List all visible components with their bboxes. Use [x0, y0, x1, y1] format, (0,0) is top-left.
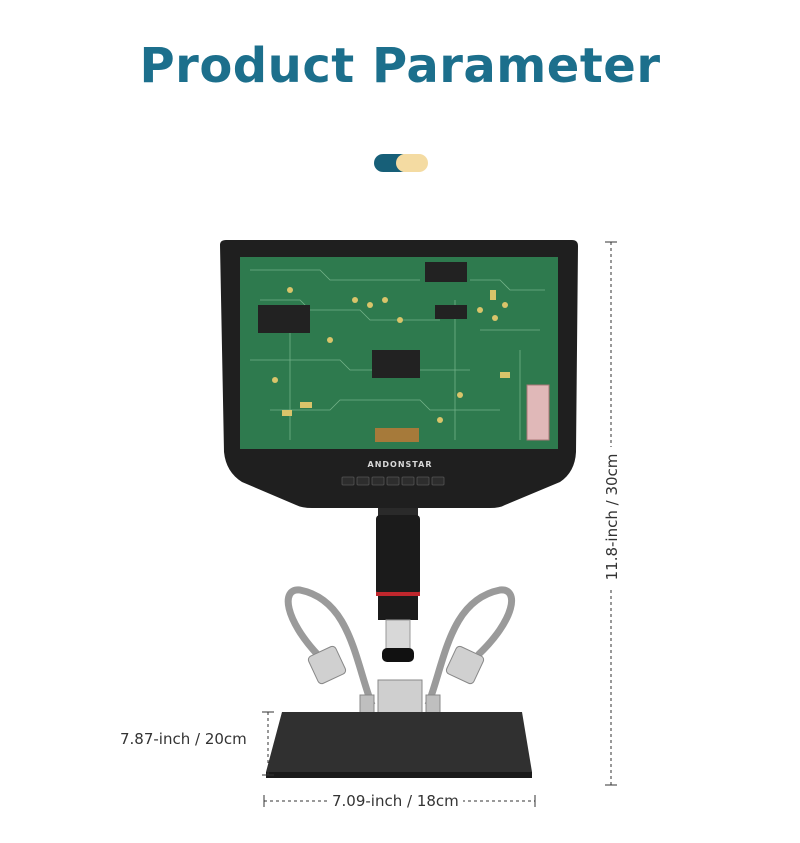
base-front [266, 772, 532, 778]
lens-lower [378, 596, 418, 620]
gooseneck-right [424, 586, 516, 707]
lens-ring-red [376, 592, 420, 596]
lens-body [376, 515, 420, 595]
pcb-connector [526, 384, 550, 441]
pcb-pads [272, 287, 510, 423]
monitor-buttons [341, 476, 445, 486]
decor-pill-light [396, 154, 428, 172]
dimension-base-width: 7.09-inch / 18cm [328, 792, 463, 810]
column-top [378, 508, 418, 518]
lens-cap [382, 648, 414, 662]
lens-tip [385, 619, 411, 651]
led-left [307, 645, 347, 685]
dimension-total-height: 11.8-inch / 30cm [603, 447, 621, 587]
dimension-base-height: 7.87-inch / 20cm [120, 730, 247, 748]
pcb-chips [258, 262, 467, 442]
led-right [445, 645, 485, 685]
base-plate [266, 712, 532, 772]
page-title: Product Parameter [139, 38, 661, 94]
gooseneck-left [284, 586, 376, 707]
holder-block [377, 679, 423, 717]
brand-label: ANDONSTAR [367, 460, 433, 469]
